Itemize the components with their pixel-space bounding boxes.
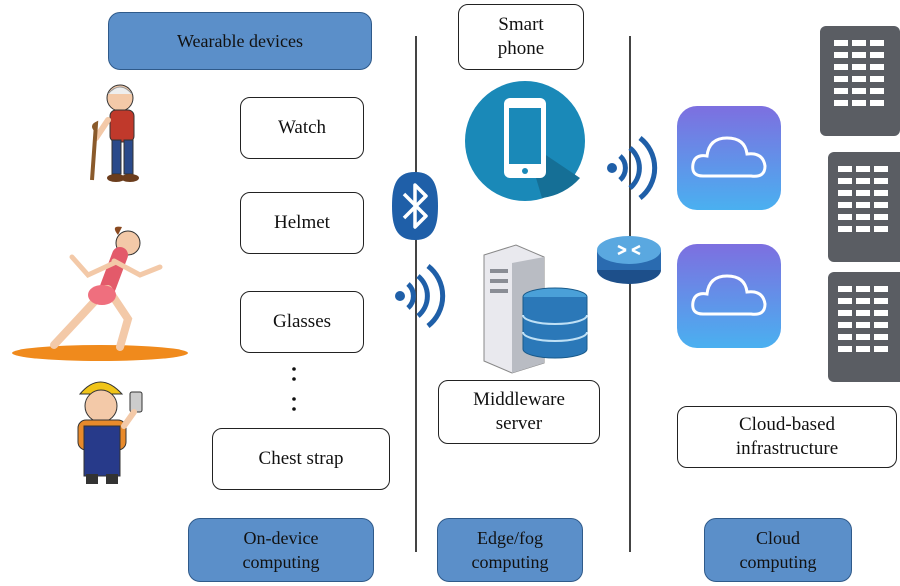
device-box-helmet: Helmet xyxy=(240,192,364,254)
wifi-icon-cloud xyxy=(607,136,658,200)
bluetooth-icon xyxy=(392,172,438,240)
edge-fog-computing-box: Edge/fog computing xyxy=(437,518,583,582)
on-device-computing-box: On-device computing xyxy=(188,518,374,582)
runner-icon xyxy=(12,226,188,361)
device-box-watch: Watch xyxy=(240,97,364,159)
elderly-person-icon xyxy=(90,84,139,182)
device-label-glasses: Glasses xyxy=(272,311,332,332)
smartphone-label: Smart phone xyxy=(497,14,545,59)
server-rack-icon xyxy=(820,26,900,136)
database-server-icon xyxy=(483,244,588,374)
server-rack-icon xyxy=(828,272,900,382)
edge-fog-computing-label: Edge/fog computing xyxy=(471,528,549,572)
device-label-chest-strap: Chest strap xyxy=(258,448,344,469)
worker-icon xyxy=(77,381,143,484)
middleware-server-label: Middleware server xyxy=(473,389,565,434)
cloud-icon xyxy=(677,106,781,210)
middleware-server-box: Middleware server xyxy=(438,380,600,444)
cloud-infrastructure-label: Cloud-based infrastructure xyxy=(735,414,839,459)
divider-right xyxy=(629,36,631,552)
wifi-icon-edge xyxy=(395,264,446,328)
device-label-watch: Watch xyxy=(277,117,327,138)
cloud-computing-box: Cloud computing xyxy=(704,518,852,582)
server-rack-icon xyxy=(828,152,900,262)
cloud-infrastructure-box: Cloud-based infrastructure xyxy=(677,406,897,468)
device-box-glasses: Glasses xyxy=(240,291,364,353)
device-box-chest-strap: Chest strap xyxy=(212,428,390,490)
on-device-computing-label: On-device computing xyxy=(242,528,320,572)
wearable-devices-header: Wearable devices xyxy=(108,12,372,70)
cloud-icon xyxy=(677,244,781,348)
ellipsis-dots-icon xyxy=(292,367,296,411)
smartphone-icon xyxy=(465,81,585,201)
divider-left xyxy=(415,36,417,552)
smartphone-box: Smart phone xyxy=(458,4,584,70)
router-icon xyxy=(597,236,661,284)
wearable-devices-label: Wearable devices xyxy=(177,31,303,51)
cloud-computing-label: Cloud computing xyxy=(739,528,817,572)
device-label-helmet: Helmet xyxy=(274,212,330,233)
